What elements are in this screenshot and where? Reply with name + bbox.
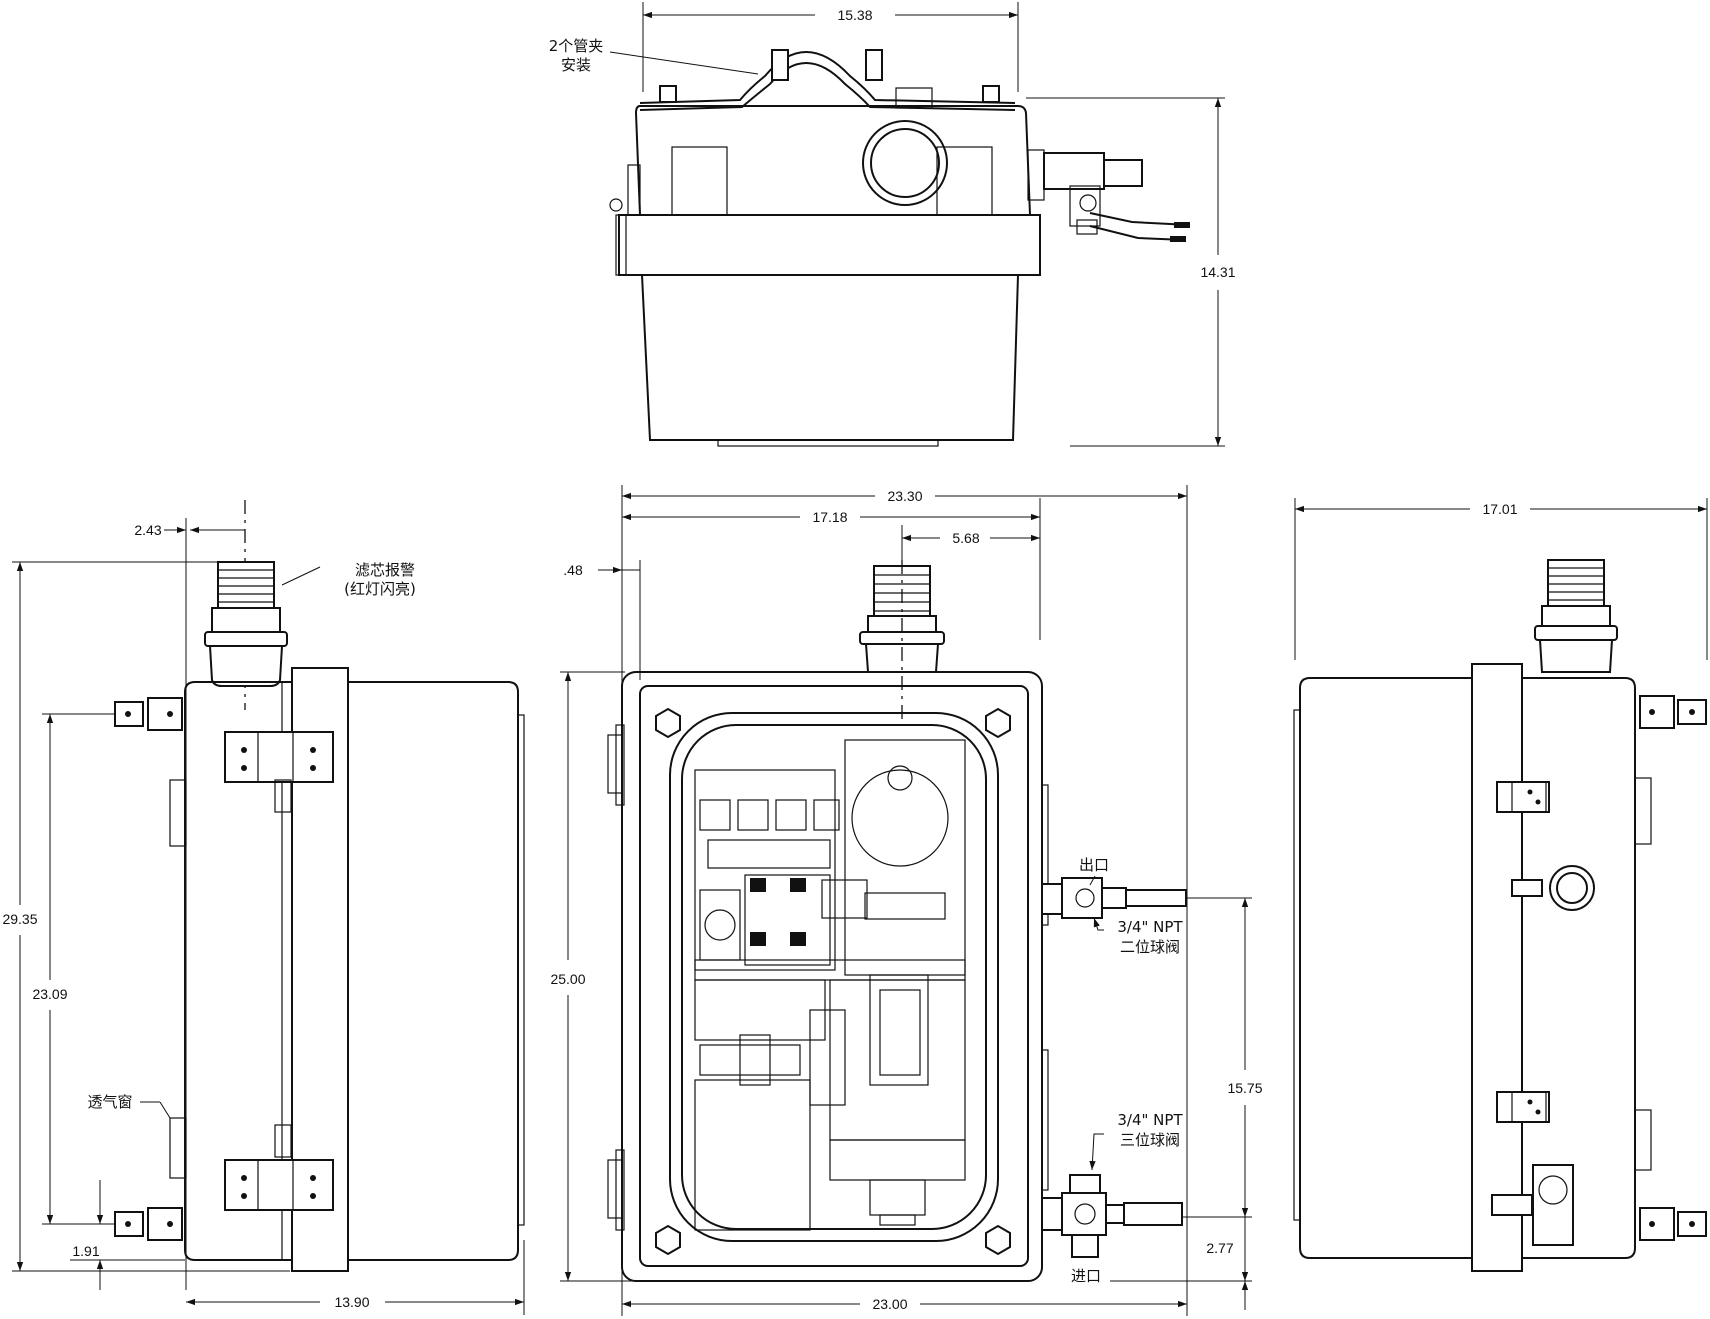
- outlet-label: 出口: [1079, 856, 1109, 874]
- outlet-valve-line2: 二位球阀: [1120, 938, 1180, 956]
- left-top-offset-dimension: 2.43: [134, 522, 161, 538]
- right-view: 17.01: [1293, 498, 1708, 1272]
- top-height-dimension: 14.31: [1200, 264, 1235, 280]
- left-bottom-offset-dimension: 1.91: [72, 1243, 99, 1259]
- inlet-label: 进口: [1071, 1267, 1101, 1285]
- left-view: 2.43 滤芯报警 (红灯闪亮): [2, 500, 525, 1315]
- front-view: 23.30 17.18 5.68 .48 25.00 23.00 15.75: [550, 485, 1263, 1316]
- front-inlet-height-dimension: 2.77: [1206, 1240, 1233, 1256]
- front-outlet-width-dimension: 17.18: [812, 509, 847, 525]
- clamp-callout-line1: 2个管夹: [549, 37, 604, 55]
- inlet-valve-line2: 三位球阀: [1120, 1131, 1180, 1149]
- inlet-valve-line1: 3/4" NPT: [1117, 1111, 1183, 1129]
- left-total-height-dimension: 29.35: [2, 911, 37, 927]
- clamp-callout-line2: 安装: [561, 56, 591, 74]
- front-flange-dimension: .48: [563, 562, 583, 578]
- top-width-dimension: 15.38: [837, 7, 872, 23]
- alarm-callout-line1: 滤芯报警: [355, 561, 415, 579]
- top-view: 15.38 2个管夹 安装: [549, 2, 1236, 447]
- front-bottom-width-dimension: 23.00: [872, 1296, 907, 1312]
- front-height-dimension: 25.00: [550, 971, 585, 987]
- left-body-height-dimension: 23.09: [32, 986, 67, 1002]
- right-width-dimension: 17.01: [1482, 501, 1517, 517]
- left-width-dimension: 13.90: [334, 1294, 369, 1310]
- front-beacon-offset-dimension: 5.68: [952, 530, 979, 546]
- vent-callout: 透气窗: [87, 1093, 132, 1111]
- alarm-callout-line2: (红灯闪亮): [344, 580, 416, 598]
- front-outlet-height-dimension: 15.75: [1227, 1080, 1262, 1096]
- front-overall-width-dimension: 23.30: [887, 488, 922, 504]
- outlet-valve-line1: 3/4" NPT: [1117, 918, 1183, 936]
